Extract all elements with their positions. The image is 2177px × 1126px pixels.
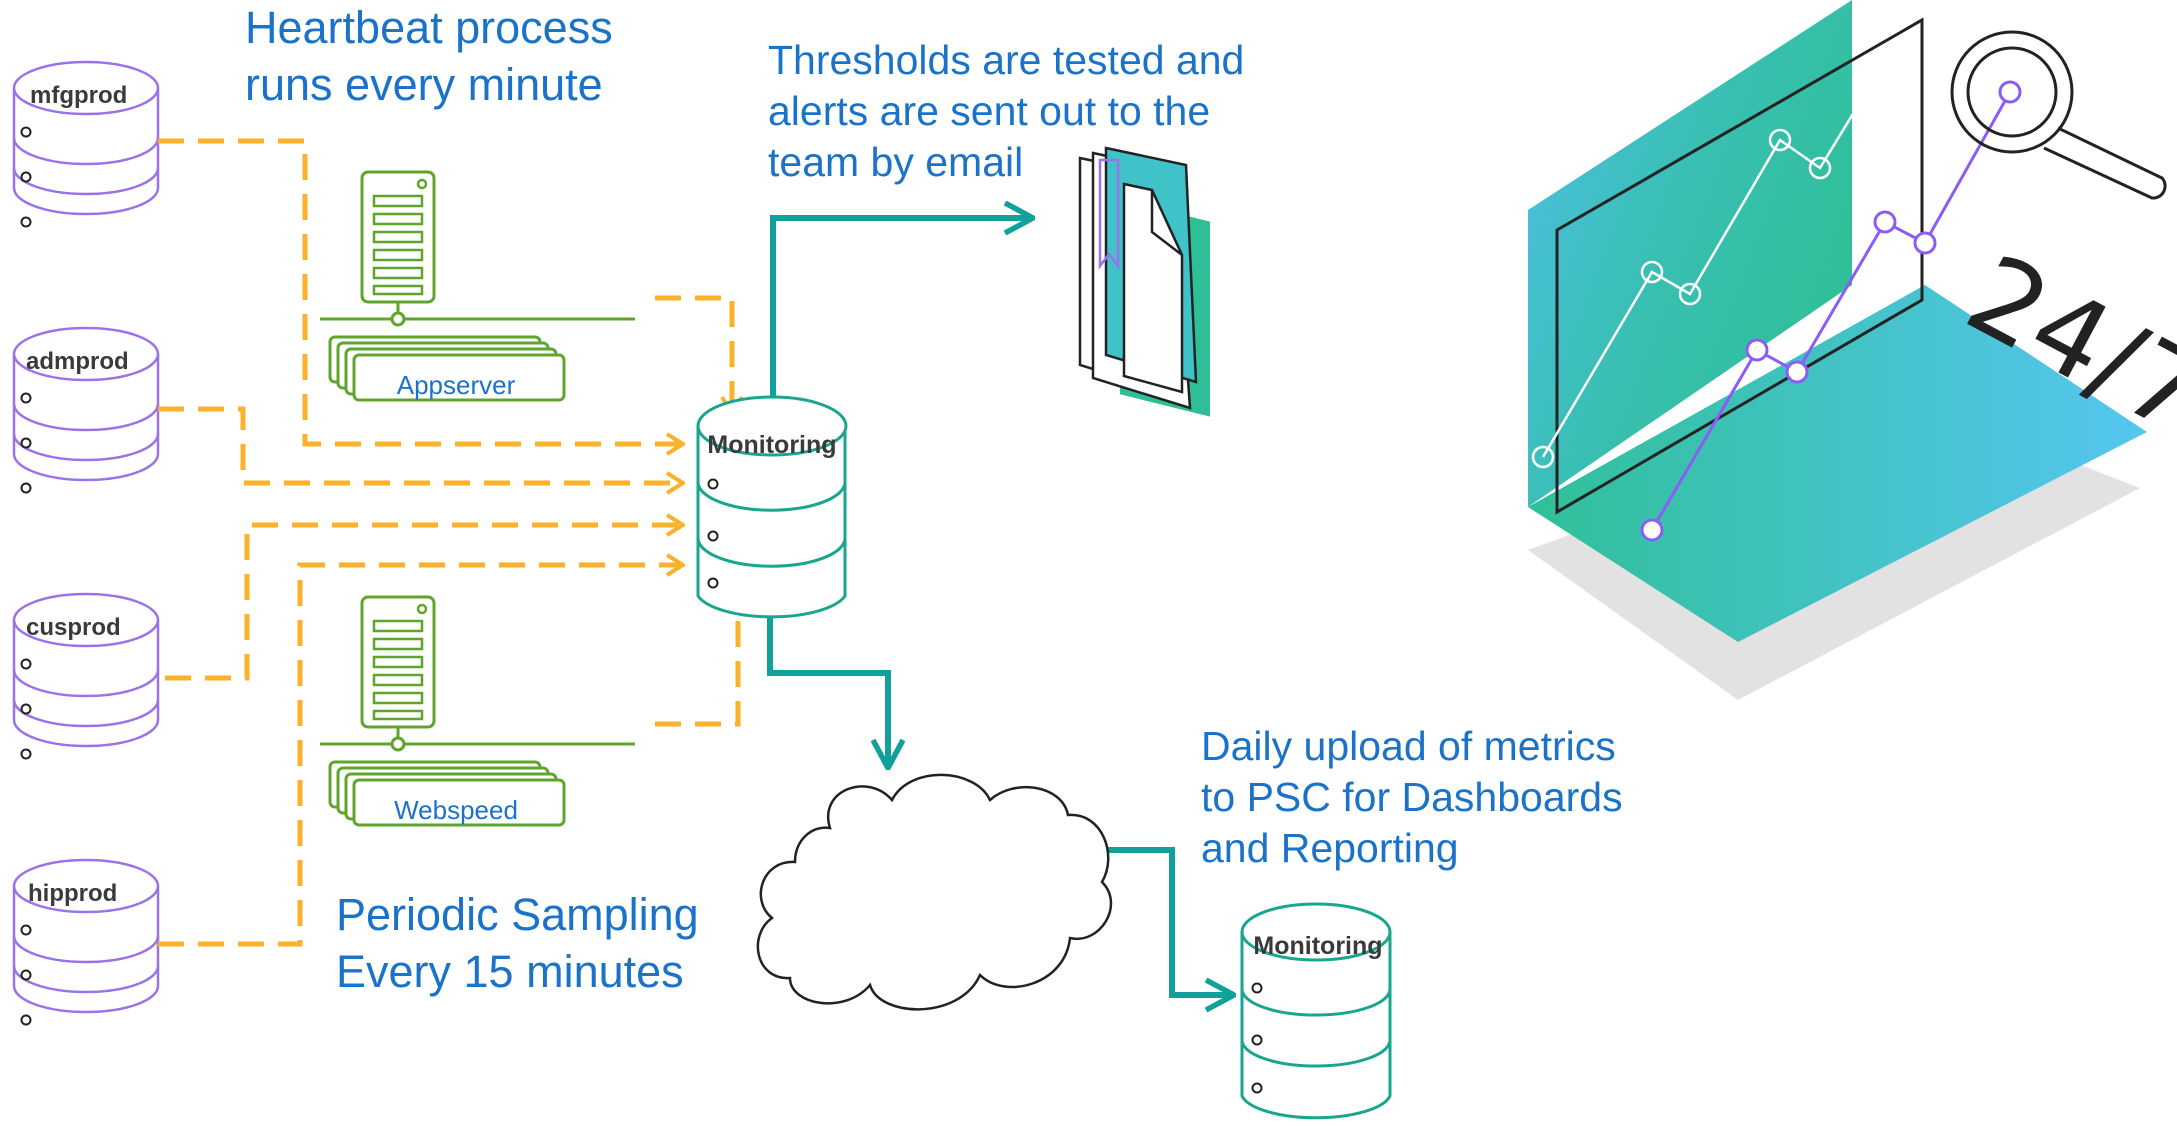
dashed-flow-lines	[158, 138, 738, 947]
sampling-caption-line1: Periodic Sampling	[336, 889, 699, 940]
psc-monitoring-database[interactable]: Monitoring	[1240, 902, 1392, 1120]
database-label: admprod	[26, 348, 129, 375]
flow-webspeed-to-monitoring	[655, 580, 738, 727]
database-admprod[interactable]: admprod	[12, 326, 160, 494]
database-cusprod[interactable]: cusprod	[12, 592, 160, 760]
flow-cusprod-to-monitoring	[165, 525, 683, 681]
flow-monitoring-to-email	[770, 218, 1033, 405]
thresholds-caption-line3: team by email	[768, 139, 1023, 185]
laptop-screen	[1528, 0, 1852, 507]
flow-mfgprod-to-monitoring	[158, 138, 683, 444]
server-label: Appserver	[397, 370, 516, 400]
database-hipprod[interactable]: hipprod	[12, 858, 160, 1026]
appserver-group[interactable]: Appserver	[320, 170, 635, 402]
flow-appserver-to-monitoring	[655, 295, 732, 413]
heartbeat-caption-line1: Heartbeat process	[245, 2, 613, 53]
flow-monitoring-to-cloud	[767, 570, 888, 768]
heartbeat-caption-line2: runs every minute	[245, 59, 603, 110]
upload-caption-line3: and Reporting	[1201, 825, 1459, 871]
database-label: cusprod	[26, 614, 121, 641]
database-label: mfgprod	[30, 82, 127, 109]
monitoring-label: Monitoring	[707, 431, 836, 459]
database-mfgprod[interactable]: mfgprod	[12, 60, 160, 228]
upload-caption-line1: Daily upload of metrics	[1201, 723, 1616, 769]
teal-flow-lines	[767, 218, 1234, 995]
database-label: hipprod	[28, 880, 117, 907]
laptop-analytics-illustration: 24/7	[1528, 0, 2177, 700]
server-label: Webspeed	[394, 795, 518, 825]
magnifier-icon	[1950, 30, 2167, 200]
server-tower-icon	[360, 170, 436, 304]
email-document-icon	[1078, 146, 1210, 417]
webspeed-group[interactable]: Webspeed	[320, 595, 635, 827]
central-monitoring-database[interactable]: Monitoring	[696, 395, 848, 619]
cloud-icon	[756, 773, 1113, 1011]
server-tower-icon	[360, 595, 436, 729]
flow-admprod-to-monitoring	[158, 406, 683, 483]
flow-cloud-to-psc	[1108, 847, 1234, 995]
laptop-base	[1528, 285, 2147, 642]
thresholds-caption-line2: alerts are sent out to the	[768, 88, 1210, 134]
thresholds-caption-line1: Thresholds are tested and	[768, 37, 1244, 83]
upload-caption-line2: to PSC for Dashboards	[1201, 774, 1623, 820]
monitoring-label: Monitoring	[1253, 932, 1382, 960]
flow-hipprod-to-monitoring	[158, 565, 683, 947]
sampling-caption-line2: Every 15 minutes	[336, 946, 684, 997]
